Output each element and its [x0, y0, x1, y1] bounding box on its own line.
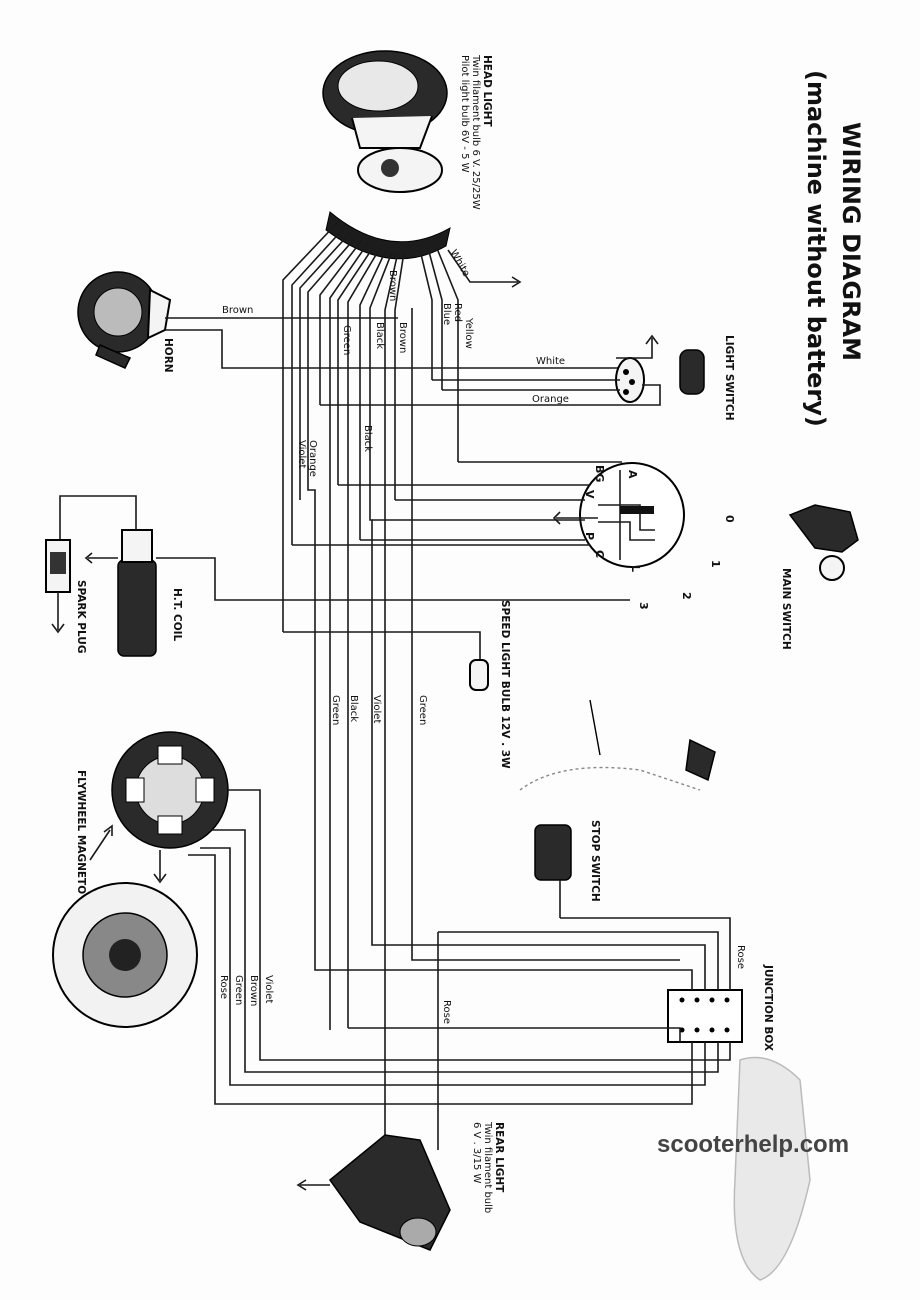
green-wire-long: [411, 308, 680, 961]
main-switch-position-1: 1: [709, 560, 722, 568]
title-line-1: WIRING DIAGRAM: [837, 122, 865, 361]
watermark: scooterhelp.com: [657, 1056, 849, 1281]
main-switch-terminal-l: L: [629, 565, 642, 572]
head-light-harness: [282, 221, 459, 1150]
wire-label-green-a: Green: [341, 325, 352, 355]
wire-label-violet-mid: Violet: [371, 695, 382, 723]
wire-label-black-b: Black: [362, 425, 373, 452]
wire-label-white-ls: White: [536, 356, 565, 367]
speed-light-name: SPEED LIGHT BULB 12V . 3W: [499, 600, 511, 769]
wire-label-violet-a: Violet: [296, 440, 307, 468]
main-switch: A BG V P C L 0 1 2 3 MAIN SWITCH: [292, 461, 859, 650]
rear-light: Rose REAR LIGHT Twin filament bulb 6 V .…: [296, 932, 505, 1251]
main-switch-terminal-c: C: [593, 550, 606, 558]
wire-label-yellow: Yellow: [463, 317, 474, 349]
light-switch: LIGHT SWITCH White Orange: [320, 334, 735, 421]
spark-plug: SPARK PLUG: [45, 539, 87, 653]
junction-box: JUNCTION BOX Rose: [214, 917, 774, 1105]
wire-label-violet-mag: Violet: [263, 975, 274, 1003]
wire-label-blue: Blue: [441, 303, 452, 325]
main-switch-terminal-bg: BG: [593, 465, 606, 482]
ht-coil: H.T. COIL: [59, 495, 630, 657]
spark-plug-name: SPARK PLUG: [75, 580, 87, 653]
wire-label-white-top: White: [447, 248, 471, 279]
wire-label-black-a: Black: [374, 322, 385, 349]
wire-label-brown-top: Brown: [387, 270, 398, 301]
harness-labels: Brown Yellow Red Blue Green Black Brown …: [296, 270, 474, 477]
flywheel-magneto-name: FLYWHEEL MAGNETO: [75, 770, 87, 894]
stop-switch: STOP SWITCH: [519, 699, 716, 918]
wire-label-green-mid: Green: [417, 695, 428, 725]
wire-label-green-low: Green: [330, 695, 341, 725]
mid-harness-labels: Green Violet Black Green: [330, 695, 428, 725]
head-light-spec-2: Pilot light bulb 6V - 5 W: [459, 55, 470, 173]
wire-label-orange-b: Orange: [307, 440, 318, 477]
wire-label-brown-mag: Brown: [248, 975, 259, 1006]
watermark-text: scooterhelp.com: [657, 1131, 849, 1158]
light-switch-name: LIGHT SWITCH: [723, 335, 735, 421]
speed-light: SPEED LIGHT BULB 12V . 3W: [283, 600, 511, 769]
wire-label-black-mid: Black: [348, 695, 359, 722]
stop-switch-name: STOP SWITCH: [589, 820, 601, 902]
wire-label-rose-mag: Rose: [218, 975, 229, 999]
flywheel-magneto: FLYWHEEL MAGNETO Violet Brown Green Rose: [52, 731, 274, 1028]
title-line-2: (machine without battery): [802, 70, 830, 427]
junction-box-name: JUNCTION BOX: [762, 964, 774, 1051]
diagram-title: WIRING DIAGRAM (machine without battery): [802, 70, 865, 427]
main-switch-terminal-p: P: [583, 532, 596, 540]
wire-label-brown-horn: Brown: [222, 305, 253, 316]
main-switch-terminal-a: A: [626, 470, 639, 479]
rear-light-spec-1: Twin filament bulb: [482, 1121, 493, 1213]
main-switch-position-0: 0: [723, 515, 736, 523]
rear-light-spec-2: 6 V . 3/15 W: [471, 1122, 482, 1184]
wire-label-green-mag: Green: [233, 975, 244, 1005]
head-light-spec-1: Twin filament bulb 6 V. 25/25W: [470, 54, 481, 210]
main-switch-position-3: 3: [637, 602, 650, 610]
wire-label-brown-b: Brown: [397, 322, 408, 353]
main-switch-terminal-v: V: [583, 490, 596, 499]
wire-label-rose-rear: Rose: [441, 1000, 452, 1024]
wire-label-orange-ls: Orange: [532, 394, 569, 405]
wire-label-red: Red: [452, 303, 463, 322]
wire-label-rose-jb: Rose: [735, 945, 746, 969]
head-light-name: HEAD LIGHT: [481, 55, 493, 127]
rear-light-name: REAR LIGHT: [493, 1122, 505, 1193]
horn-name: HORN: [162, 338, 174, 373]
ht-coil-name: H.T. COIL: [171, 588, 183, 642]
main-switch-position-2: 2: [680, 592, 693, 600]
main-switch-name: MAIN SWITCH: [780, 568, 792, 650]
horn: HORN Brown: [77, 271, 620, 373]
